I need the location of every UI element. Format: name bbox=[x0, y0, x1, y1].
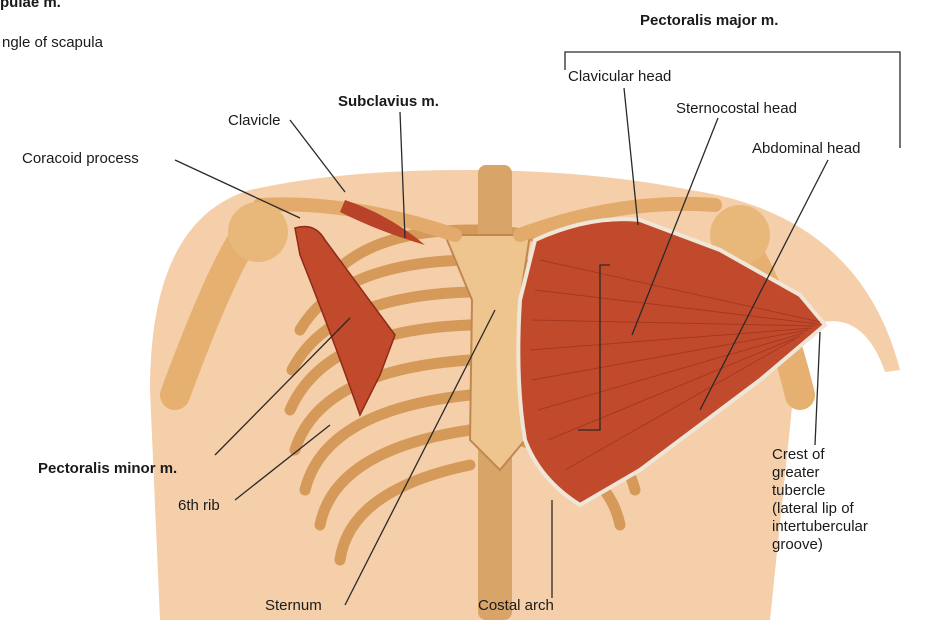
label-clavicular-head: Clavicular head bbox=[568, 68, 672, 85]
label-coracoid-process: Coracoid process bbox=[22, 150, 139, 167]
label-sternum: Sternum bbox=[265, 597, 322, 614]
right-clavicle bbox=[513, 196, 722, 242]
right-humeral-head bbox=[710, 205, 770, 265]
label-pectoralis-major: Pectoralis major m. bbox=[640, 12, 779, 29]
label-crest-of-greater-tubercle: Crest of greater tubercle (lateral lip o… bbox=[772, 446, 868, 553]
pectoralis-major-muscle bbox=[516, 217, 828, 508]
left-humeral-head bbox=[228, 202, 288, 262]
label-subclavius: Subclavius m. bbox=[338, 93, 439, 110]
label-top-cut: pulae m. bbox=[0, 0, 61, 11]
label-angle-of-scapula: ngle of scapula bbox=[2, 34, 103, 51]
label-clavicle: Clavicle bbox=[228, 112, 281, 129]
label-sixth-rib: 6th rib bbox=[178, 497, 220, 514]
subclavius-muscle bbox=[340, 200, 425, 245]
label-sternocostal-head: Sternocostal head bbox=[676, 100, 797, 117]
label-pectoralis-minor: Pectoralis minor m. bbox=[38, 460, 178, 477]
pectoralis-major-fibers bbox=[529, 259, 821, 471]
leader-lines bbox=[174, 51, 901, 606]
pectoralis-minor-muscle bbox=[294, 225, 396, 417]
label-abdominal-head: Abdominal head bbox=[752, 140, 861, 157]
sternum-bone bbox=[443, 234, 532, 472]
label-costal-arch: Costal arch bbox=[478, 597, 554, 614]
